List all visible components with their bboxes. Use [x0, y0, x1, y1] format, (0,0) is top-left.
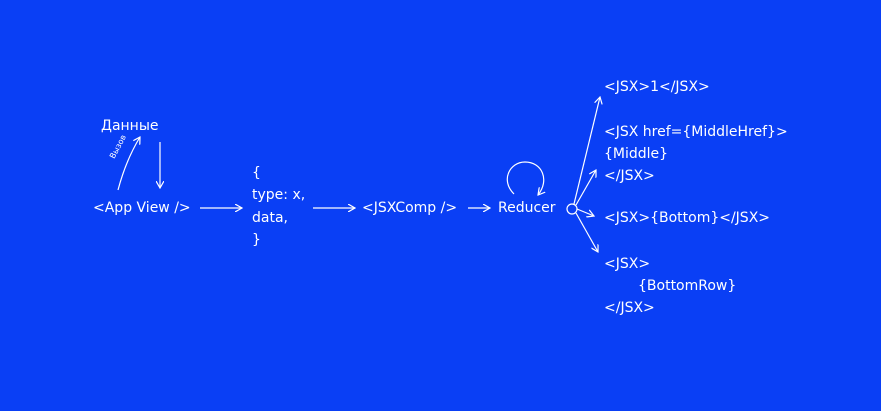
arrow-branch-bottom: [576, 208, 594, 216]
output-bottom-row-open: <JSX>: [604, 256, 651, 272]
reducer-loop-arrow: [506, 161, 543, 195]
reducer-node: Reducer: [498, 200, 556, 216]
arrow-branch-first: [573, 97, 600, 205]
app-view-node: <App View />: [93, 200, 191, 216]
output-middle-body: {Middle}: [604, 146, 669, 162]
jsx-comp-node: <JSXComp />: [362, 200, 458, 216]
object-data-line: data,: [252, 210, 288, 226]
output-middle-open: <JSX href={MiddleHref}>: [604, 124, 788, 140]
output-bottom-row-close: </JSX>: [604, 300, 655, 316]
data-label: Данные: [101, 118, 159, 134]
output-middle-close: </JSX>: [604, 168, 655, 184]
object-close-brace: }: [252, 232, 261, 248]
output-first: <JSX>1</JSX>: [604, 79, 710, 95]
output-bottom: <JSX>{Bottom}</JSX>: [604, 210, 771, 226]
branch-node: [566, 203, 578, 215]
arrow-call-curve: [117, 137, 140, 191]
object-type-line: type: x,: [252, 187, 306, 203]
output-bottom-row-body: {BottomRow}: [638, 278, 737, 294]
object-open-brace: {: [252, 165, 261, 181]
arrow-branch-middle: [575, 170, 596, 206]
arrow-branch-bottom-row: [575, 212, 598, 252]
